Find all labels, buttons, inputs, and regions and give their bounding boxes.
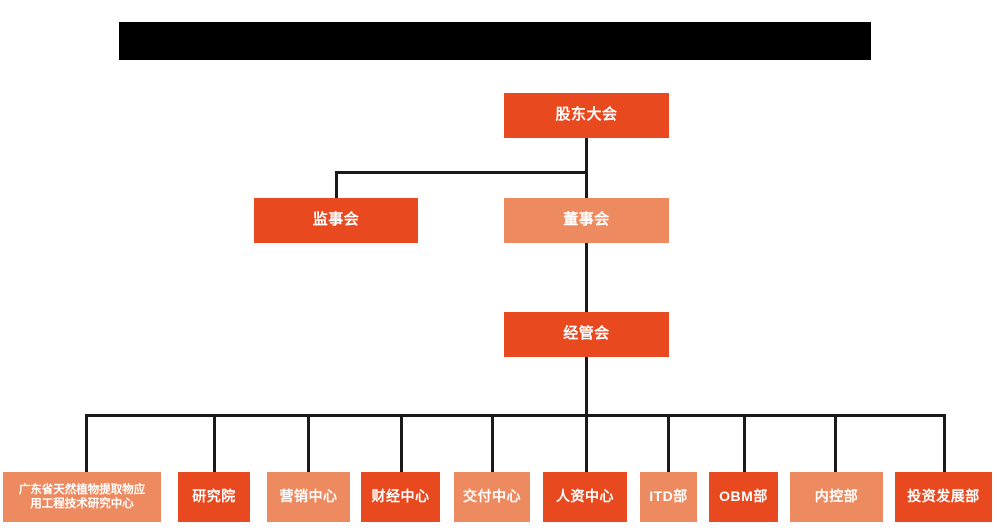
node-management[interactable]: 经管会 <box>504 312 669 357</box>
node-hr-center[interactable]: 人资中心 <box>543 472 627 522</box>
connector-management-to-bus <box>585 356 588 417</box>
node-research-center-gd-line2: 用工程技术研究中心 <box>30 498 134 510</box>
node-marketing-center[interactable]: 营销中心 <box>267 472 350 522</box>
node-internal-control-dept[interactable]: 内控部 <box>790 472 883 522</box>
node-directors[interactable]: 董事会 <box>504 198 669 243</box>
connector-drop-itd-dept <box>667 414 670 472</box>
node-investment-dev-dept[interactable]: 投资发展部 <box>895 472 992 522</box>
connector-drop-finance-center <box>400 414 403 472</box>
connector-shareholders-down <box>585 138 588 174</box>
node-shareholders[interactable]: 股东大会 <box>504 93 669 138</box>
node-supervisors[interactable]: 监事会 <box>254 198 418 243</box>
node-research-center-gd[interactable]: 广东省天然植物提取物应 用工程技术研究中心 <box>3 472 161 522</box>
redacted-title-banner <box>119 22 871 60</box>
connector-drop-investment-dev-dept <box>943 414 946 472</box>
node-finance-center[interactable]: 财经中心 <box>361 472 440 522</box>
node-itd-dept[interactable]: ITD部 <box>640 472 697 522</box>
connector-to-supervisors <box>335 171 338 198</box>
connector-shareholders-horizontal <box>335 171 587 174</box>
connector-department-bus <box>85 414 945 417</box>
connector-directors-to-management <box>585 243 588 313</box>
connector-drop-research-institute <box>213 414 216 472</box>
node-research-institute[interactable]: 研究院 <box>178 472 250 522</box>
node-delivery-center[interactable]: 交付中心 <box>454 472 530 522</box>
connector-drop-internal-control-dept <box>834 414 837 472</box>
connector-drop-research-center-gd <box>85 414 88 472</box>
connector-to-directors <box>585 171 588 198</box>
node-research-center-gd-line1: 广东省天然植物提取物应 <box>18 483 146 496</box>
node-obm-dept[interactable]: OBM部 <box>709 472 778 522</box>
connector-drop-obm-dept <box>743 414 746 472</box>
connector-drop-marketing-center <box>307 414 310 472</box>
connector-drop-hr-center <box>585 414 588 472</box>
connector-drop-delivery-center <box>491 414 494 472</box>
